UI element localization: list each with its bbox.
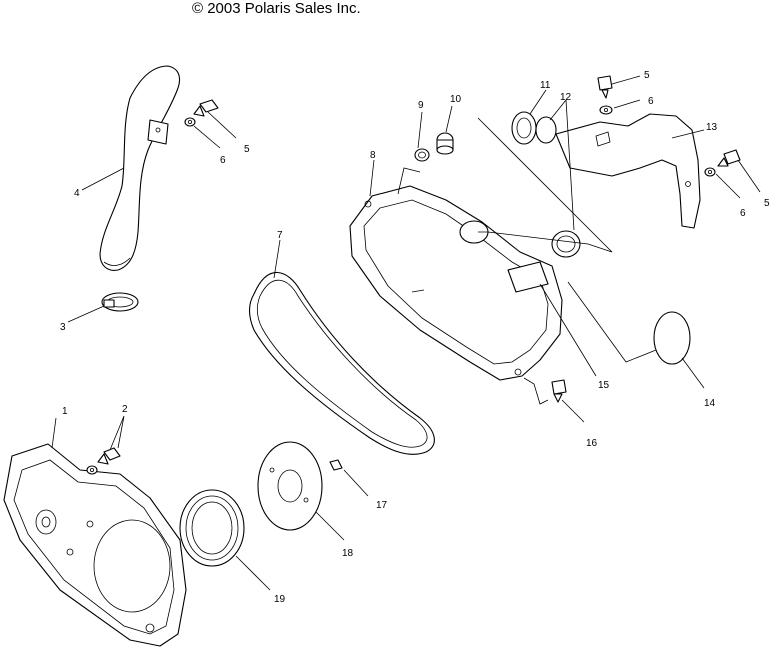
part-intake-duct — [99, 65, 181, 271]
leader-lines — [51, 75, 761, 591]
callout-11: 11 — [540, 80, 551, 91]
callout-5-right: 5 — [764, 198, 770, 209]
callout-5-top: 5 — [644, 70, 650, 81]
part-screw-washer-left — [184, 99, 219, 127]
part-plate — [257, 441, 323, 531]
callout-16: 16 — [586, 438, 598, 449]
callout-1: 1 — [62, 406, 68, 417]
part-bolt — [551, 379, 567, 403]
part-coupler-and-clamps — [511, 111, 581, 258]
callout-6-top: 6 — [648, 96, 654, 107]
part-inner-cover — [3, 443, 187, 647]
part-cover-screws — [86, 447, 121, 475]
part-seal — [179, 489, 245, 567]
callout-17: 17 — [376, 500, 388, 511]
part-screw-washer-top — [597, 75, 613, 115]
callout-8: 8 — [370, 150, 376, 161]
callout-14: 14 — [704, 398, 716, 409]
callout-15: 15 — [598, 380, 610, 391]
callout-9: 9 — [418, 100, 424, 111]
callout-6-right: 6 — [740, 208, 746, 219]
part-screw-washer-right — [704, 149, 741, 177]
part-hose-clamp-left — [101, 292, 139, 312]
part-plug — [436, 132, 454, 155]
callout-labels: 1 2 3 4 5 6 7 8 9 10 11 12 13 14 15 16 1… — [60, 70, 770, 605]
callout-13: 13 — [706, 122, 718, 133]
callout-6-left: 6 — [220, 155, 226, 166]
callout-7: 7 — [277, 230, 283, 241]
part-outer-cover — [349, 185, 563, 381]
callout-12: 12 — [560, 92, 572, 103]
callout-4: 4 — [74, 188, 80, 199]
callout-2: 2 — [122, 404, 128, 415]
copyright-notice: © 2003 Polaris Sales Inc. — [192, 0, 361, 17]
part-outlet-duct — [555, 113, 701, 229]
part-gasket — [653, 311, 691, 365]
callout-3: 3 — [60, 322, 66, 333]
part-pin — [329, 459, 343, 471]
callout-5-left: 5 — [244, 144, 250, 155]
callout-10: 10 — [450, 94, 462, 105]
callout-18: 18 — [342, 548, 354, 559]
part-o-ring — [414, 148, 430, 162]
part-drive-belt — [248, 272, 435, 455]
callout-19: 19 — [274, 594, 286, 605]
